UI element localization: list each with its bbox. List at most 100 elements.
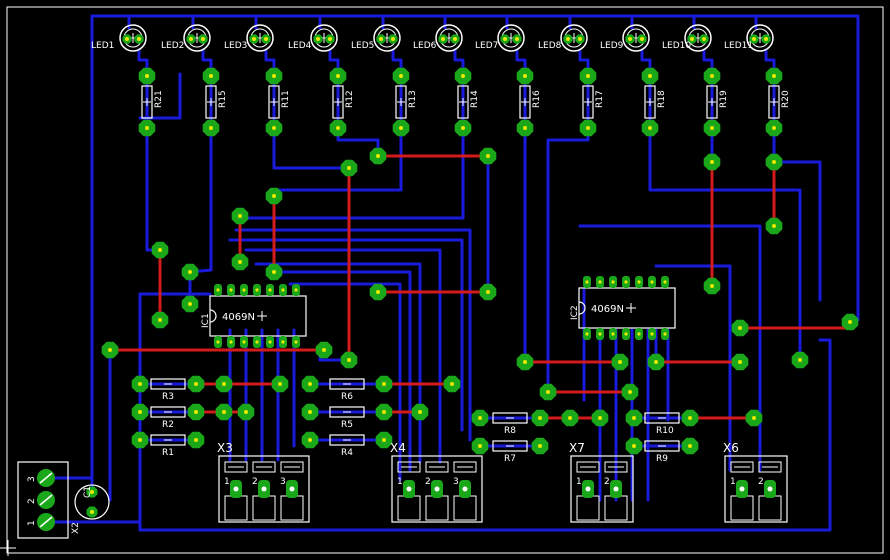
via-pad-drill — [108, 348, 112, 352]
led-outline — [684, 24, 712, 52]
ic-ref: IC2 — [570, 305, 580, 320]
terminal-body — [391, 455, 483, 523]
via-pad-drill — [772, 224, 776, 228]
connector-ref: X6 — [723, 441, 739, 455]
resistor-label: R5 — [341, 420, 353, 430]
trace-ic2-bus2 — [654, 264, 732, 472]
led-pad-drill — [515, 37, 519, 41]
led-outline — [435, 24, 463, 52]
resistor-body — [332, 85, 344, 119]
x2-screw-slot — [39, 516, 53, 528]
led-pad-drill — [690, 37, 694, 41]
terminal-screw — [224, 461, 248, 473]
c1-pad-drill — [90, 490, 94, 494]
led-resistor-link — [201, 48, 213, 76]
junction-pad-drill — [244, 410, 248, 414]
resistor-pad-drill — [523, 126, 527, 130]
via-pad-drill — [376, 290, 380, 294]
resistor-label: R12 — [345, 90, 355, 108]
resistor-pad-drill — [710, 126, 714, 130]
resistor-label: R18 — [657, 90, 667, 108]
via-pad-drill — [546, 390, 550, 394]
board-outline — [6, 6, 884, 554]
resistor-label: R20 — [781, 90, 791, 108]
terminal-clamp — [397, 495, 421, 521]
trace-r11 — [272, 126, 351, 170]
ic-pin-drill — [598, 332, 602, 336]
via-pad-drill — [486, 154, 490, 158]
terminal-drill — [261, 486, 267, 492]
x2-screw-slot — [39, 494, 53, 506]
ic-pin-drill — [650, 332, 654, 336]
silkscreen-layer — [17, 24, 788, 539]
trace-r21 — [145, 126, 162, 252]
terminal-clamp — [425, 495, 449, 521]
terminal-pin-number: 1 — [224, 477, 230, 487]
ic-pin-drill — [585, 280, 589, 284]
trace-ic1-out5 — [268, 270, 412, 472]
resistor-pad-drill — [382, 382, 386, 386]
led-outline — [497, 24, 525, 52]
ic-pin-drill — [585, 332, 589, 336]
via-pad-drill — [486, 290, 490, 294]
terminal-pin-number: 2 — [604, 477, 610, 487]
terminal-drill — [233, 486, 239, 492]
trace-ic1-out4 — [254, 262, 422, 464]
led-resistor-link — [640, 48, 652, 76]
resistor-pad-drill — [632, 444, 636, 448]
trace-r18 — [648, 126, 802, 362]
terminal-pin-number: 1 — [576, 477, 582, 487]
resistor-label: R14 — [470, 90, 480, 108]
led-outline — [119, 24, 147, 52]
trace-ic1-out2 — [234, 228, 472, 442]
led-resistor-link — [137, 48, 149, 76]
ic-pin-drill — [611, 332, 615, 336]
resistor-label: R6 — [341, 392, 353, 402]
led-label: LED7 — [475, 41, 498, 51]
resistor-label: R1 — [162, 448, 174, 458]
ic-value: 4069N — [222, 312, 255, 323]
terminal-drill — [289, 486, 295, 492]
terminal-screw — [397, 461, 421, 473]
resistor-label: R19 — [719, 90, 729, 108]
resistor-body — [329, 406, 365, 418]
led-resistor-link — [578, 48, 590, 76]
led-label: LED9 — [600, 41, 624, 51]
terminal-clamp — [758, 495, 782, 521]
led-pad-drill — [628, 37, 632, 41]
ic-pin-drill — [229, 340, 233, 344]
terminal-screw — [453, 461, 477, 473]
led-label: LED10 — [662, 41, 691, 51]
resistor-pad-drill — [461, 126, 465, 130]
resistor-pad-drill — [478, 416, 482, 420]
led-pad-drill — [441, 37, 445, 41]
led-outline — [373, 24, 401, 52]
resistor-pad-drill — [382, 410, 386, 414]
resistor-body — [141, 85, 153, 119]
resistor-label: R13 — [408, 90, 418, 108]
ic-pin-drill — [637, 280, 641, 284]
resistor-pad-drill — [688, 444, 692, 448]
led-pad-drill — [328, 37, 332, 41]
resistor-body — [395, 85, 407, 119]
led-outline — [622, 24, 650, 52]
c1-ref: C1 — [83, 486, 93, 498]
resistor-pad-drill — [138, 410, 142, 414]
resistor-body — [268, 85, 280, 119]
via-pad-drill — [738, 360, 742, 364]
ic-pin-drill — [229, 288, 233, 292]
resistor-pad-drill — [336, 74, 340, 78]
terminal-screw — [604, 461, 628, 473]
junction-pad-drill — [222, 410, 226, 414]
led-pad-drill — [391, 37, 395, 41]
pads-layer — [37, 34, 859, 531]
terminal-drill — [613, 486, 619, 492]
terminal-pin-number: 2 — [425, 477, 431, 487]
ic-pin-drill — [637, 332, 641, 336]
terminal-body — [570, 455, 634, 523]
resistor-body — [457, 85, 469, 119]
terminal-body — [724, 455, 788, 523]
led-pad-drill — [125, 37, 129, 41]
terminal-clamp — [224, 495, 248, 521]
terminal-drill — [767, 486, 773, 492]
